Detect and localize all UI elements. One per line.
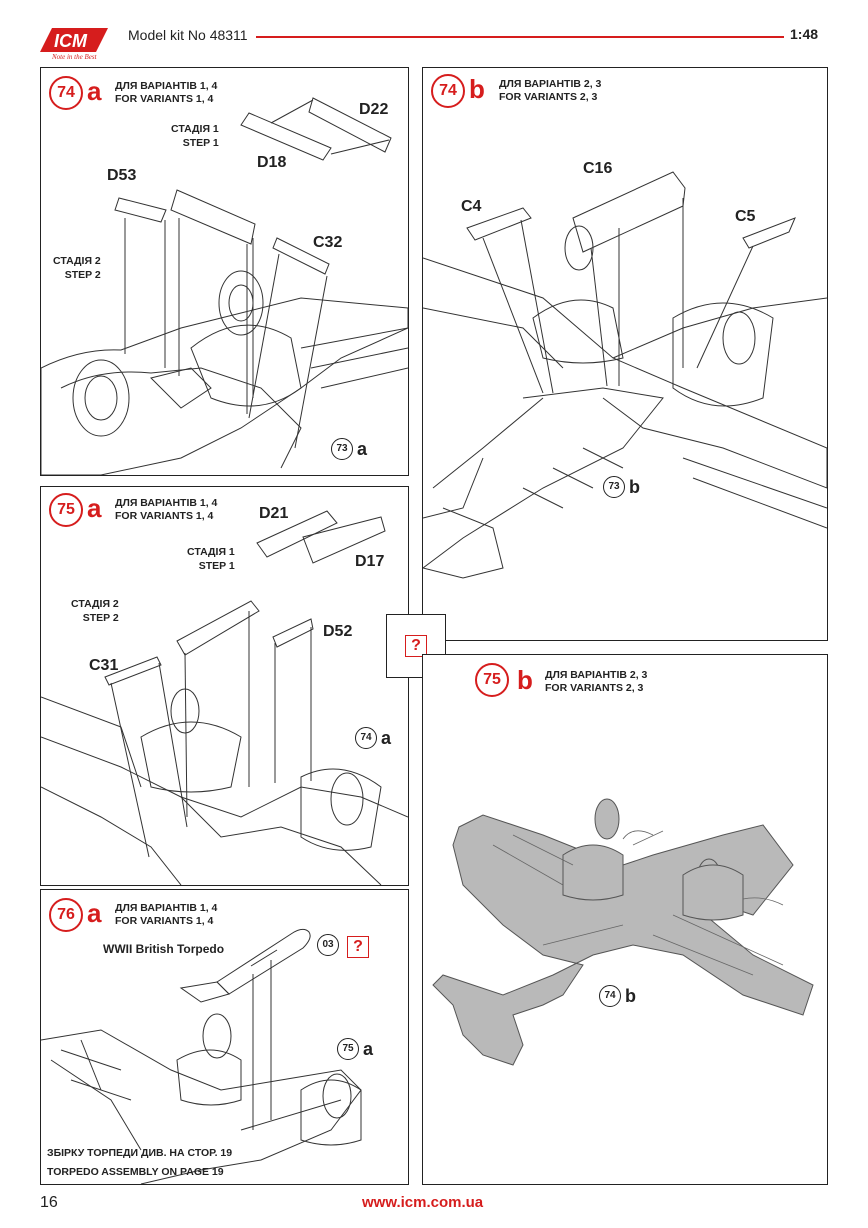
step-number-badge: 74 xyxy=(431,74,465,108)
stage-1-label: СТАДІЯ 1 STEP 1 xyxy=(187,545,235,573)
reference-step-number: 74 xyxy=(355,727,377,749)
variant-caption-ua: ДЛЯ ВАРІАНТІВ 1, 4 xyxy=(115,497,218,509)
logo-tagline: Note in the Best xyxy=(51,53,98,60)
diagram-74a xyxy=(41,97,408,475)
variant-caption: ДЛЯ ВАРІАНТІВ 2, 3 FOR VARIANTS 2, 3 xyxy=(545,669,647,695)
stage-2-label: СТАДІЯ 2 STEP 2 xyxy=(71,597,119,625)
part-label: C4 xyxy=(461,198,482,215)
torpedo-note-ua: ЗБІРКУ ТОРПЕДИ ДИВ. НА СТОР. 19 xyxy=(47,1147,233,1159)
reference-step-letter: b xyxy=(625,985,636,1006)
stage-1-ua: СТАДІЯ 1 xyxy=(171,123,219,135)
variant-caption: ДЛЯ ВАРІАНТІВ 2, 3 FOR VARIANTS 2, 3 xyxy=(499,78,601,104)
stage-2-ua: СТАДІЯ 2 xyxy=(53,255,101,267)
part-label: C5 xyxy=(735,208,756,225)
step-variant-letter: a xyxy=(87,76,102,106)
stage-2-ua: СТАДІЯ 2 xyxy=(71,598,119,610)
step-variant-letter: b xyxy=(517,665,533,695)
step-variant-letter: a xyxy=(87,898,102,928)
variant-caption-en: FOR VARIANTS 1, 4 xyxy=(115,93,214,105)
variant-caption-en: FOR VARIANTS 1, 4 xyxy=(115,510,214,522)
reference-marker: 74 b xyxy=(599,985,636,1007)
variant-caption-ua: ДЛЯ ВАРІАНТІВ 1, 4 xyxy=(115,902,218,914)
diagram-75b xyxy=(432,798,814,1066)
stage-2-en: STEP 2 xyxy=(64,269,101,281)
svg-text:ICM: ICM xyxy=(54,31,88,51)
part-label: D52 xyxy=(323,623,353,640)
stage-1-en: STEP 1 xyxy=(198,560,235,572)
stage-2-label: СТАДІЯ 2 STEP 2 xyxy=(53,254,101,282)
reference-step-number: 73 xyxy=(331,438,353,460)
variant-caption: ДЛЯ ВАРІАНТІВ 1, 4 FOR VARIANTS 1, 4 xyxy=(115,497,217,523)
reference-marker: 73 a xyxy=(331,438,367,460)
torpedo-note: ЗБІРКУ ТОРПЕДИ ДИВ. НА СТОР. 19 TORPEDO … xyxy=(47,1144,232,1182)
stage-1-en: STEP 1 xyxy=(182,137,219,149)
kit-scale: 1:48 xyxy=(790,26,819,42)
question-mark-icon: ? xyxy=(405,635,427,657)
step-variant-letter: b xyxy=(469,74,485,104)
icm-logo: ICM Note in the Best xyxy=(38,22,116,60)
reference-step-number: 74 xyxy=(599,985,621,1007)
reference-marker: 73 b xyxy=(603,476,640,498)
part-label: C31 xyxy=(89,657,119,674)
panel-step-74a: 74 a ДЛЯ ВАРІАНТІВ 1, 4 FOR VARIANTS 1, … xyxy=(40,67,409,476)
variant-caption-en: FOR VARIANTS 2, 3 xyxy=(545,682,644,694)
website-link[interactable]: www.icm.com.ua xyxy=(362,1194,484,1211)
variant-caption-ua: ДЛЯ ВАРІАНТІВ 1, 4 xyxy=(115,80,218,92)
variant-caption: ДЛЯ ВАРІАНТІВ 1, 4 FOR VARIANTS 1, 4 xyxy=(115,902,217,928)
question-mark-icon: ? xyxy=(347,936,369,958)
stage-2-en: STEP 2 xyxy=(82,612,119,624)
reference-step-letter: a xyxy=(357,438,368,459)
part-label: D21 xyxy=(259,505,289,522)
panel-step-74b: 74 b ДЛЯ ВАРІАНТІВ 2, 3 FOR VARIANTS 2, … xyxy=(422,67,828,641)
variant-caption-en: FOR VARIANTS 2, 3 xyxy=(499,91,598,103)
part-label: D22 xyxy=(359,101,389,118)
torpedo-note-en: TORPEDO ASSEMBLY ON PAGE 19 xyxy=(47,1166,224,1178)
part-label: D53 xyxy=(107,167,137,184)
step-variant-letter: a xyxy=(87,493,102,523)
diagram-76a xyxy=(41,928,362,1184)
variant-caption: ДЛЯ ВАРІАНТІВ 1, 4 FOR VARIANTS 1, 4 xyxy=(115,80,217,106)
part-label: C32 xyxy=(313,234,343,251)
reference-step-letter: b xyxy=(629,476,640,497)
stage-1-ua: СТАДІЯ 1 xyxy=(187,546,235,558)
header-divider xyxy=(256,36,784,38)
step-number-badge: 75 xyxy=(475,663,509,697)
page-number: 16 xyxy=(40,1194,58,1211)
reference-step-number: 75 xyxy=(337,1038,359,1060)
diagram-74b xyxy=(423,171,827,579)
reference-step-letter: a xyxy=(381,727,392,748)
step-number-badge: 76 xyxy=(49,898,83,932)
variant-caption-ua: ДЛЯ ВАРІАНТІВ 2, 3 xyxy=(499,78,602,90)
panel-step-75b: 75 b ДЛЯ ВАРІАНТІВ 2, 3 FOR VARIANTS 2, … xyxy=(422,654,828,1185)
reference-marker: 75 a xyxy=(337,1038,373,1060)
stage-1-label: СТАДІЯ 1 STEP 1 xyxy=(171,122,219,150)
reference-step-letter: a xyxy=(363,1038,374,1059)
panel-step-76a: 76 a ДЛЯ ВАРІАНТІВ 1, 4 FOR VARIANTS 1, … xyxy=(40,889,409,1185)
diagram-75a xyxy=(41,510,408,885)
kit-title: Model kit No 48311 xyxy=(128,27,248,43)
paint-reference-number: 03 xyxy=(317,934,339,956)
part-label: C16 xyxy=(583,160,613,177)
step-number-badge: 74 xyxy=(49,76,83,110)
step-number-badge: 75 xyxy=(49,493,83,527)
part-label: D17 xyxy=(355,553,385,570)
reference-marker: 74 a xyxy=(355,727,391,749)
torpedo-label: WWII British Torpedo xyxy=(103,942,225,956)
paint-reference: 03 xyxy=(317,934,339,956)
part-label: D18 xyxy=(257,154,287,171)
reference-step-number: 73 xyxy=(603,476,625,498)
panel-step-75a: 75 a ДЛЯ ВАРІАНТІВ 1, 4 FOR VARIANTS 1, … xyxy=(40,486,409,886)
variant-caption-ua: ДЛЯ ВАРІАНТІВ 2, 3 xyxy=(545,669,648,681)
variant-caption-en: FOR VARIANTS 1, 4 xyxy=(115,915,214,927)
